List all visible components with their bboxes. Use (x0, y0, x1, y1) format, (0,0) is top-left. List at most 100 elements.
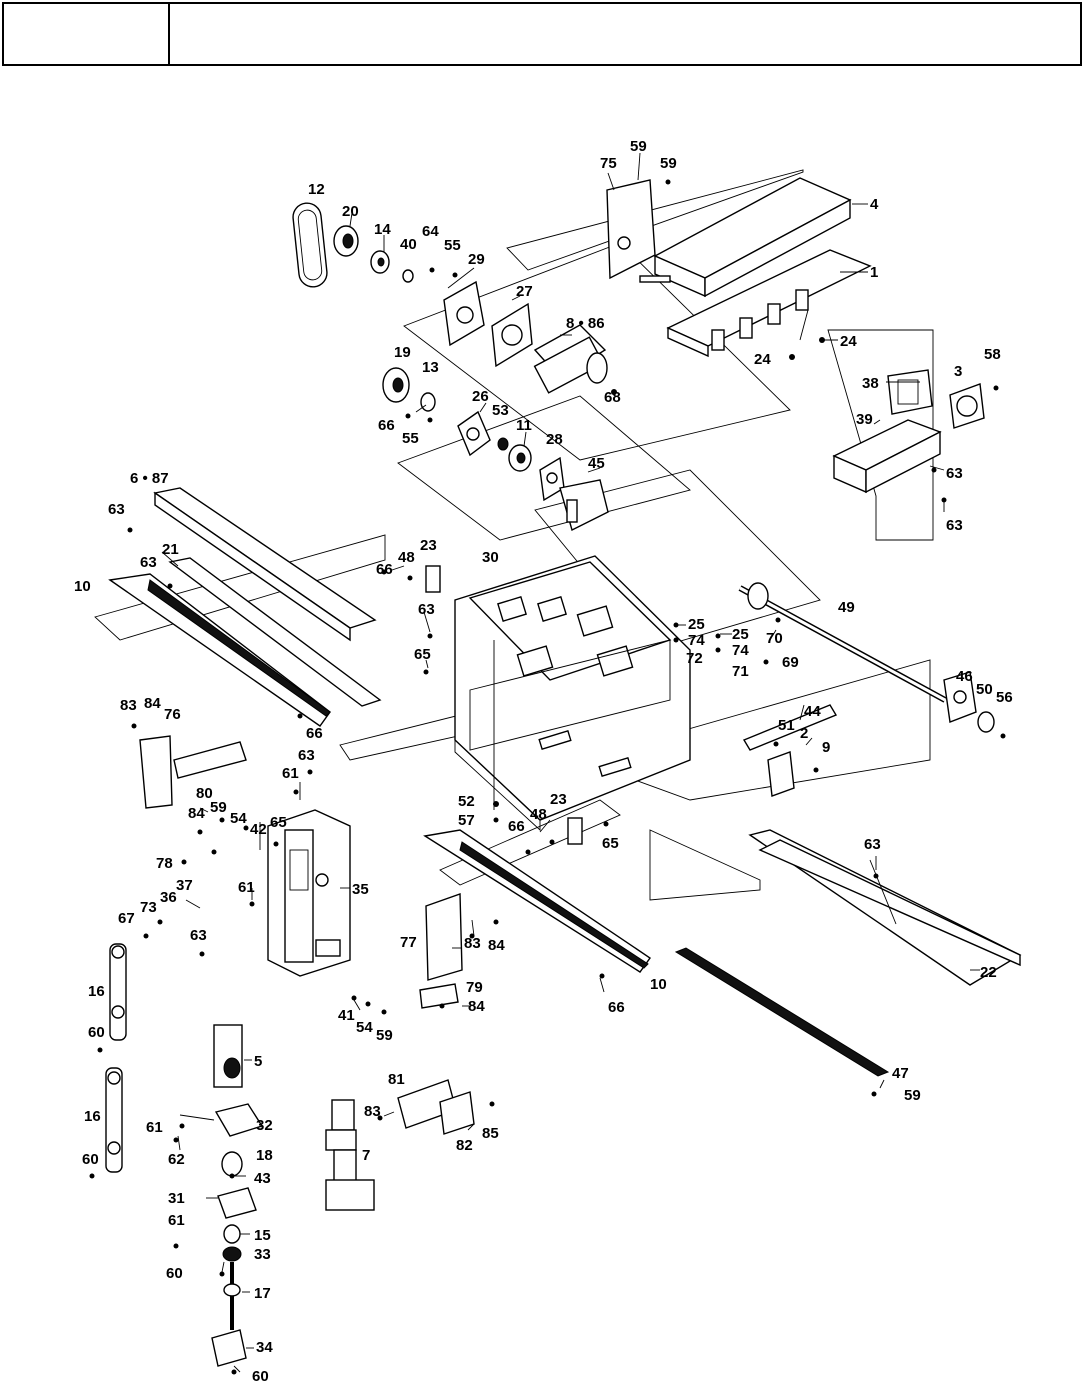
callout-83-b: 83 (464, 935, 481, 952)
callout-29: 29 (468, 251, 485, 268)
callout-13: 13 (422, 359, 439, 376)
callout-59-a: 59 (630, 138, 647, 155)
callout-63-cover22: 63 (864, 836, 881, 853)
callout-63-cover: 63 (108, 501, 125, 518)
part-12-belt (292, 202, 328, 288)
part-27-plate (491, 302, 533, 368)
part-19-pulley (382, 367, 410, 403)
callout-81: 81 (388, 1071, 405, 1088)
leader-lines (161, 152, 980, 1373)
callout-60-d: 60 (252, 1368, 269, 1385)
callout-38: 38 (862, 375, 879, 392)
callout-10-lower: 10 (650, 976, 667, 993)
callout-55-mid: 55 (402, 430, 419, 447)
header-table (2, 2, 1082, 66)
part-21-strip (168, 557, 382, 707)
callout-83-a: 83 (120, 697, 137, 714)
callout-61-d: 61 (168, 1212, 185, 1229)
callout-49: 49 (838, 599, 855, 616)
callout-18: 18 (256, 1147, 273, 1164)
part-6-rail-cover (153, 487, 377, 642)
callout-21: 21 (162, 541, 179, 558)
callout-44: 44 (804, 703, 821, 720)
callout-85: 85 (482, 1125, 499, 1142)
callout-30: 30 (482, 549, 499, 566)
callout-66-d: 66 (508, 818, 525, 835)
callout-26: 26 (472, 388, 489, 405)
callout-84-d: 84 (468, 998, 485, 1015)
callout-66-b: 66 (376, 561, 393, 578)
callout-5: 5 (254, 1053, 262, 1070)
callout-79: 79 (466, 979, 483, 996)
callout-20: 20 (342, 203, 359, 220)
callout-45: 45 (588, 455, 605, 472)
callout-66-e: 66 (608, 999, 625, 1016)
part-30-main-frame (454, 555, 691, 832)
part-22-cover (748, 829, 1022, 986)
callout-54-b: 54 (356, 1019, 373, 1036)
callout-36: 36 (160, 889, 177, 906)
part-39-tray (832, 419, 942, 494)
callout-82: 82 (456, 1137, 473, 1154)
callout-63-frame: 63 (418, 601, 435, 618)
part-77-bracket (425, 893, 463, 981)
callout-75: 75 (600, 155, 617, 172)
part-49-shaft (738, 582, 947, 703)
callout-61-c: 61 (146, 1119, 163, 1136)
callout-28: 28 (546, 431, 563, 448)
callout-16-a: 16 (88, 983, 105, 1000)
part-45-bracket (559, 479, 609, 532)
callout-4: 4 (870, 196, 879, 213)
callout-7: 7 (362, 1147, 370, 1164)
callout-63-strip: 63 (140, 554, 157, 571)
part-16-belt-a (109, 943, 127, 1041)
callout-55-top: 55 (444, 237, 461, 254)
part-53-ring (497, 437, 509, 451)
callout-54-a: 54 (230, 810, 247, 827)
part-33-nut (222, 1246, 242, 1262)
part-26-housing (457, 410, 491, 457)
part-11-coupling (508, 444, 532, 472)
callout-65-c: 65 (602, 835, 619, 852)
callout-31: 31 (168, 1190, 185, 1207)
part-47-rack (674, 947, 890, 1077)
callout-64: 64 (422, 223, 439, 240)
part-7-motor (325, 1099, 375, 1211)
callout-72: 72 (686, 650, 703, 667)
part-31-block (217, 1187, 257, 1219)
callout-59-c: 59 (210, 799, 227, 816)
callout-42: 42 (250, 821, 267, 838)
callout-68: 68 (604, 389, 621, 406)
callout-60-a: 60 (88, 1024, 105, 1041)
callout-41: 41 (338, 1007, 355, 1024)
part-20-pulley (333, 225, 359, 257)
callout-43: 43 (254, 1170, 271, 1187)
callout-1: 1 (870, 264, 878, 281)
callout-23-a: 23 (420, 537, 437, 554)
callout-78: 78 (156, 855, 173, 872)
part-4-cover (639, 177, 852, 298)
callout-10-upper: 10 (74, 578, 91, 595)
part-79-plate (419, 983, 459, 1009)
part-3-fan (949, 383, 985, 429)
header-cell-left (4, 4, 170, 64)
part-8-motor (533, 324, 608, 394)
callout-66-c: 66 (306, 725, 323, 742)
part-23-block-lower (567, 817, 583, 845)
callout-25-b: 25 (732, 626, 749, 643)
callout-63-tray: 63 (946, 517, 963, 534)
callout-15: 15 (254, 1227, 271, 1244)
part-29-flange (443, 280, 485, 347)
callout-52: 52 (458, 793, 475, 810)
callout-39: 39 (856, 411, 873, 428)
callout-14: 14 (374, 221, 391, 238)
callout-8-86: 8 • 86 (566, 315, 605, 332)
callout-33: 33 (254, 1246, 271, 1263)
callout-34: 34 (256, 1339, 273, 1356)
callout-70: 70 (766, 630, 783, 647)
callout-48-b: 48 (530, 806, 547, 823)
callout-59-e: 59 (904, 1087, 921, 1104)
callout-74-a: 74 (688, 632, 705, 649)
callout-62: 62 (168, 1151, 185, 1168)
callout-61-a: 61 (282, 765, 299, 782)
